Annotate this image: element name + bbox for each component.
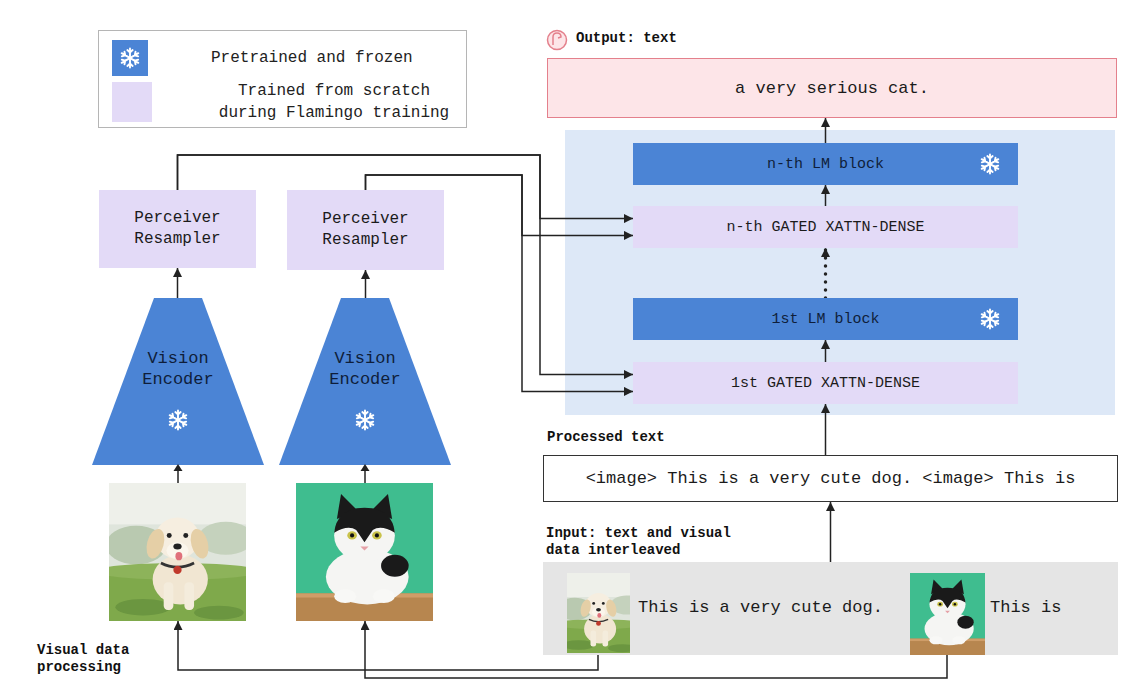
output-box: Output: texta very serious cat.	[547, 58, 1117, 118]
snowflake-icon	[166, 408, 190, 432]
dotted-connector	[824, 248, 828, 298]
processed-text-box: Processed text<image> This is a very cut…	[543, 455, 1118, 502]
legend-swatch	[112, 40, 148, 76]
snowflake-icon	[353, 408, 377, 432]
input-photo-use	[109, 483, 246, 621]
snowflake-icon-use	[168, 410, 187, 429]
photo-arrow-head	[361, 464, 370, 471]
input-thumbnail-use	[567, 573, 630, 653]
photo-arrow	[279, 463, 451, 487]
connector	[365, 270, 367, 298]
block-label: 1st GATED XATTN-DENSE	[731, 375, 920, 392]
legend-row: Pretrained and frozen	[99, 40, 466, 76]
snowflake-icon	[118, 46, 142, 70]
encoder-trapezoid: Vision Encoder	[92, 298, 264, 621]
input-thumbnail-use	[910, 573, 985, 655]
input-thumbnail	[910, 573, 985, 655]
legend-text: Trained from scratch during Flamingo tra…	[209, 80, 459, 124]
legend-box: Pretrained and frozenTrained from scratc…	[98, 30, 467, 128]
photo-arrow-line	[364, 469, 366, 483]
input-photo	[296, 483, 433, 621]
input-text: This is a very cute dog.	[638, 598, 883, 618]
xattn-block: 1st GATED XATTN-DENSE	[633, 362, 1018, 404]
input-photo	[109, 483, 246, 621]
connector	[178, 621, 598, 670]
encoder-trapezoid-fill	[279, 298, 451, 465]
input-band: Input: text and visual data interleavedT…	[543, 562, 1118, 655]
snowflake-icon-use	[355, 410, 374, 429]
block-label: Perceiver Resampler	[295, 209, 436, 251]
legend-swatch	[112, 82, 152, 122]
section-heading: Input: text and visual data interleaved	[546, 525, 746, 559]
photo-arrow-line	[177, 469, 179, 483]
xattn-block: n-th GATED XATTN-DENSE	[633, 206, 1018, 248]
legend-text: Pretrained and frozen	[211, 47, 451, 69]
encoder-trapezoid-fill	[92, 298, 264, 465]
block-label: 1st LM block	[771, 311, 879, 328]
input-text: This is	[990, 598, 1061, 618]
resampler-box: Perceiver Resampler	[99, 190, 256, 268]
block-label: n-th GATED XATTN-DENSE	[726, 219, 924, 236]
snowflake-icon-use	[980, 309, 999, 328]
input-thumbnail	[567, 573, 630, 653]
connector	[177, 268, 179, 298]
connector	[825, 118, 827, 143]
section-label: Visual data processing	[37, 642, 162, 676]
connector	[825, 185, 827, 206]
input-photo-use	[296, 483, 433, 621]
section-heading: Output: text	[576, 30, 677, 47]
encoder-label: Vision Encoder	[128, 348, 228, 390]
snowflake-icon-use	[120, 48, 139, 67]
lm-block: 1st LM block	[633, 298, 1018, 340]
connector	[825, 340, 827, 362]
snowflake-icon	[978, 152, 1002, 176]
connector	[825, 404, 827, 455]
snowflake-icon	[978, 307, 1002, 331]
connector	[830, 502, 832, 562]
legend-row: Trained from scratch during Flamingo tra…	[99, 82, 466, 122]
snowflake-icon-use	[980, 154, 999, 173]
photo-arrow	[92, 463, 264, 487]
block-label: n-th LM block	[767, 156, 884, 173]
output-text: a very serious cat.	[735, 79, 929, 98]
photo-arrow-head	[174, 464, 183, 471]
encoder-trapezoid: Vision Encoder	[279, 298, 451, 621]
resampler-box: Perceiver Resampler	[287, 190, 444, 270]
output-text: <image> This is a very cute dog. <image>…	[586, 469, 1076, 488]
section-heading: Processed text	[547, 429, 665, 446]
block-label: Perceiver Resampler	[107, 208, 248, 250]
lm-block: n-th LM block	[633, 143, 1018, 185]
flamingo-icon	[548, 31, 567, 50]
encoder-label: Vision Encoder	[315, 348, 415, 390]
